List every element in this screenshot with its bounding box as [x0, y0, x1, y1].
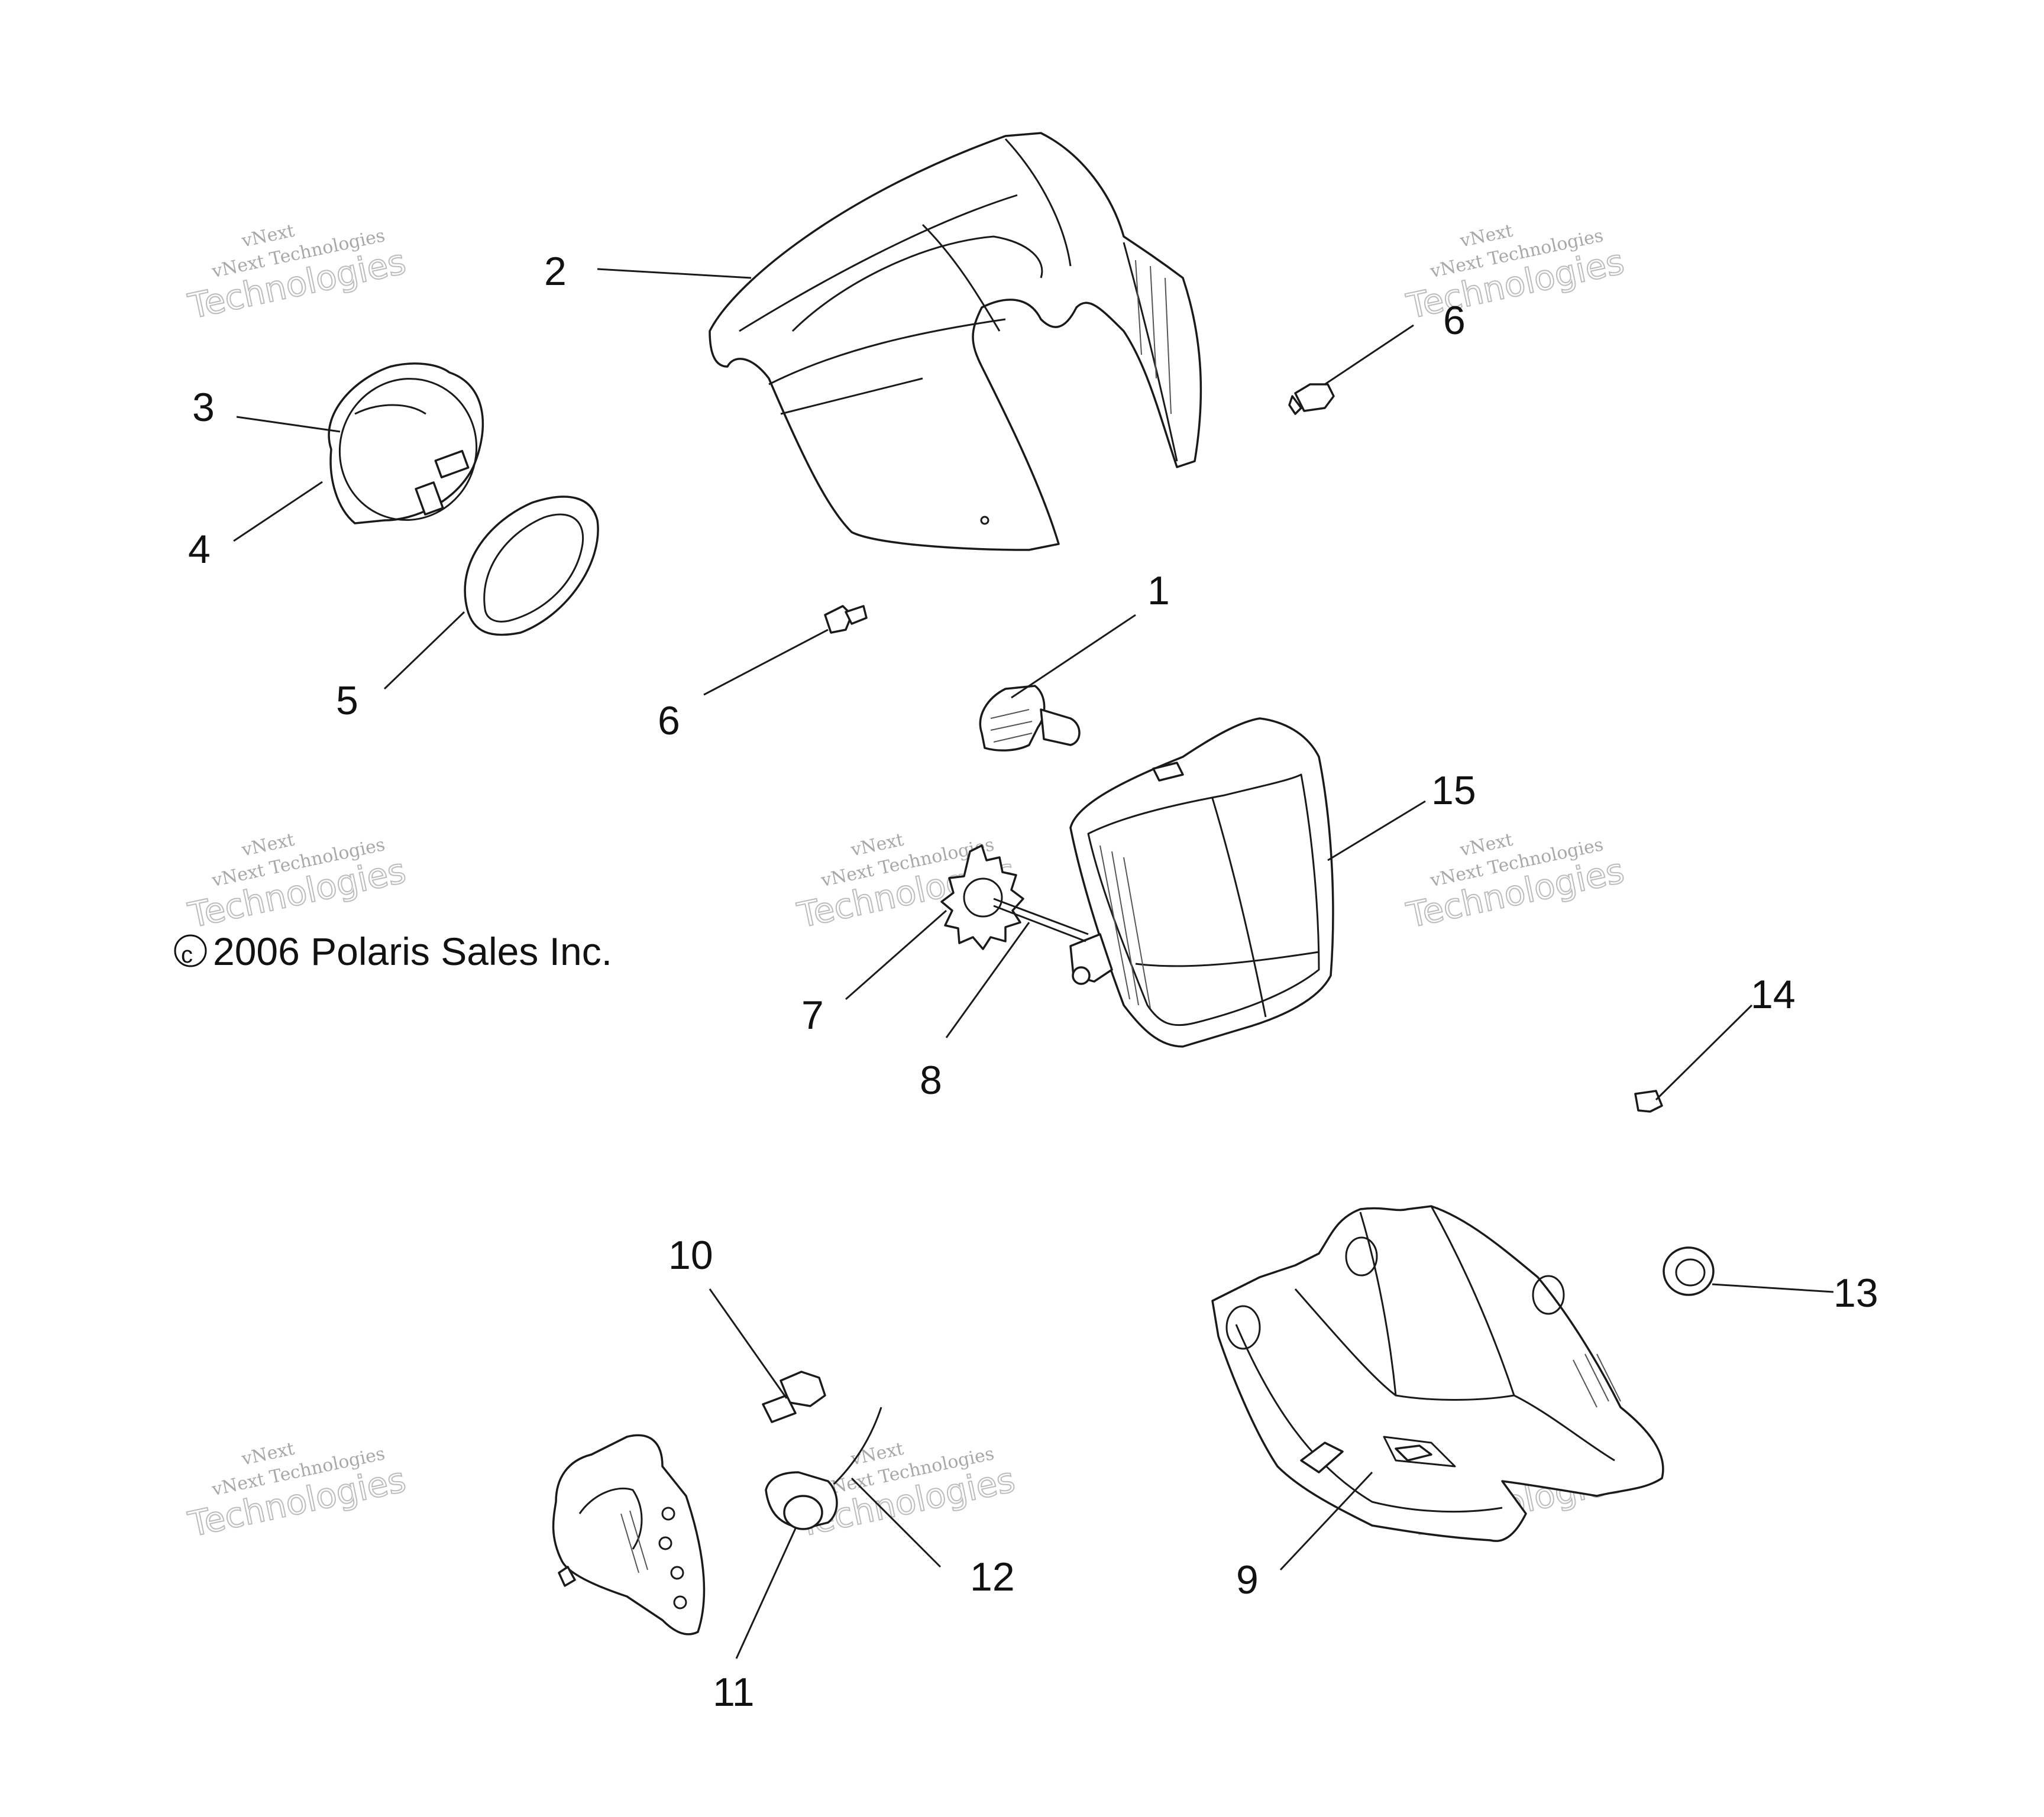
leader-13	[1712, 1283, 1834, 1293]
callout-labels: 2 3 4 5 6 6 1 15 7 8 14 13 9 10 12 11	[188, 249, 1878, 1715]
callout-10: 10	[668, 1233, 713, 1278]
watermark-mid-left: vNext vNext Technologies Technologies	[184, 830, 410, 937]
callout-2: 2	[544, 249, 567, 294]
part-headlight-assembly	[1069, 717, 1334, 1048]
watermark-bottom-left: vNext vNext Technologies Technologies	[184, 1439, 410, 1546]
leader-5	[383, 611, 465, 690]
part-screw-lower	[824, 605, 868, 634]
callout-8: 8	[920, 1058, 942, 1103]
callout-14: 14	[1751, 972, 1796, 1017]
part-seal-ring	[464, 495, 599, 636]
leader-12	[850, 1477, 942, 1568]
callout-6-upper: 6	[1443, 298, 1466, 343]
copyright-text: 2006 Polaris Sales Inc.	[213, 929, 612, 973]
watermark-top-right: vNext vNext Technologies Technologies	[1402, 221, 1628, 328]
callout-1: 1	[1147, 568, 1170, 613]
part-adjuster-gear	[940, 844, 1024, 950]
copyright-circle	[174, 934, 207, 967]
leader-2	[597, 268, 752, 279]
callout-9: 9	[1236, 1557, 1259, 1602]
callout-15: 15	[1431, 768, 1476, 813]
part-bolt	[762, 1371, 826, 1423]
callout-12: 12	[970, 1554, 1015, 1599]
leader-10	[709, 1288, 788, 1399]
leader-14	[1655, 1004, 1753, 1101]
part-headlight-bulb	[979, 685, 1081, 752]
part-mount-bracket	[552, 1434, 706, 1635]
leader-4	[233, 481, 323, 542]
callout-5: 5	[336, 678, 358, 723]
callout-13: 13	[1833, 1271, 1878, 1316]
leader-1	[1011, 614, 1136, 699]
part-switch-bezel	[328, 362, 484, 524]
watermark-top-left: vNext vNext Technologies Technologies	[184, 221, 410, 328]
copyright-symbol-letter: c	[181, 942, 193, 968]
part-upper-pod-cover	[709, 132, 1202, 551]
callout-11: 11	[713, 1670, 755, 1715]
part-lower-housing	[1211, 1205, 1664, 1542]
leader-6b	[703, 629, 829, 696]
part-clip	[1634, 1090, 1663, 1113]
leader-7	[845, 909, 947, 1000]
leader-11	[735, 1528, 797, 1659]
watermark-mid-right: vNext vNext Technologies Technologies	[1402, 830, 1628, 937]
leader-6a	[1324, 324, 1414, 386]
leader-15	[1327, 800, 1426, 861]
part-screw-upper	[1288, 383, 1335, 415]
copyright-notice: c 2006 Polaris Sales Inc.	[174, 929, 612, 973]
callout-7: 7	[801, 993, 824, 1038]
leader-8	[945, 922, 1030, 1038]
leader-9	[1279, 1471, 1373, 1571]
callout-4: 4	[188, 527, 211, 572]
callout-3: 3	[192, 385, 215, 430]
callout-6-lower: 6	[658, 698, 680, 743]
leader-lines	[233, 268, 1834, 1659]
part-sensor	[765, 1407, 882, 1530]
leader-3	[236, 416, 341, 433]
part-adjuster-rod	[993, 898, 1089, 942]
part-grommet	[1663, 1246, 1715, 1296]
